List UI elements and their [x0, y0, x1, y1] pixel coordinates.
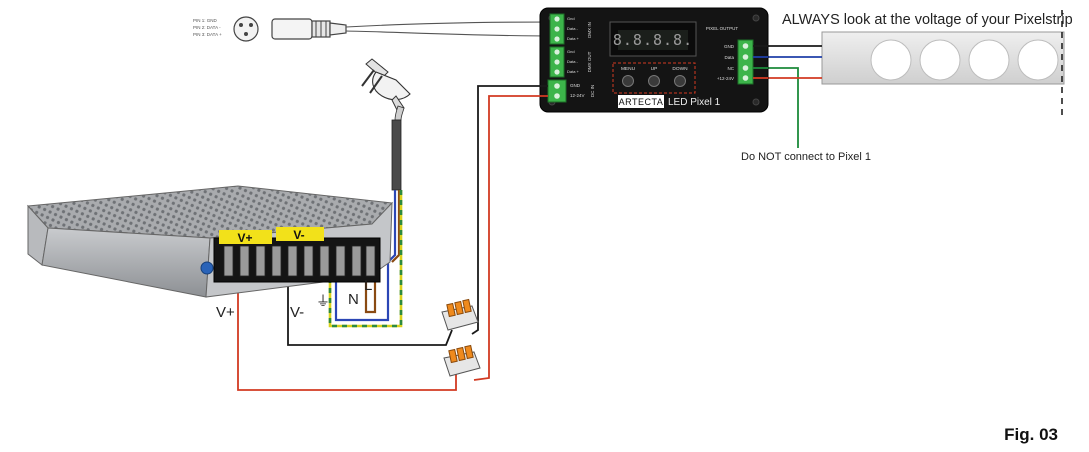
label-neutral: N — [348, 291, 359, 308]
psu-vplus-tag-text: V+ — [237, 231, 252, 245]
dmx-out-pin-data-plus: Data + — [567, 69, 580, 74]
output-pin-nc: NC — [728, 66, 735, 71]
brand-logo-box — [618, 95, 664, 108]
voltage-warning-note: ALWAYS look at the voltage of your Pixel… — [782, 12, 1073, 28]
figure-label: Fig. 03 — [1004, 425, 1058, 444]
dmx-cable-upper — [345, 21, 561, 28]
wire-psu-vminus — [287, 264, 453, 346]
pixel-led — [870, 39, 912, 81]
wago-connector-vminus — [441, 298, 479, 331]
dc-in-terminal — [547, 79, 567, 103]
brand-logo: ARTECTA — [619, 97, 664, 107]
pixel-output-terminal — [737, 39, 754, 85]
wago-connector-vplus — [443, 344, 481, 377]
dmx-out-terminal — [549, 46, 565, 78]
power-supply-unit: V+ V- — [26, 185, 394, 298]
wire-live — [364, 260, 377, 314]
segment-display — [618, 30, 688, 50]
psu-vminus-tag-text: V- — [293, 228, 304, 242]
menu-button[interactable] — [622, 75, 634, 87]
up-button[interactable] — [648, 75, 660, 87]
menu-button-label: MENU — [621, 66, 636, 72]
output-pin-data: Data — [724, 55, 734, 60]
pixel-led — [919, 39, 961, 81]
pixel-output-title: PIXEL OUTPUT — [706, 26, 739, 31]
psu-vminus-tag — [276, 227, 324, 241]
xlr-face-icon — [233, 16, 259, 42]
xlr-connector: PIN 1: GND PIN 2: DATA - PIN 3: DATA + — [193, 16, 347, 42]
wire-live-top — [391, 190, 401, 263]
output-pin-gnd: GND — [724, 44, 735, 49]
dmx-out-label: DMX OUT — [587, 51, 592, 72]
wire-controller-gnd — [471, 85, 548, 335]
dc-pin-12-24v: 12-24V — [570, 93, 585, 98]
dmx-out-pin-gnd: Gnd — [567, 49, 575, 54]
dmx-cable-lower — [345, 30, 561, 37]
button-group-outline — [612, 62, 696, 94]
xlr-plug-icon — [271, 18, 347, 40]
xlr-pin2-text: PIN 2: DATA - — [193, 25, 221, 30]
wire-controller-vplus — [473, 95, 548, 381]
dmx-in-pin-gnd: Gnd — [567, 16, 575, 21]
model-name: LED Pixel 1 — [668, 97, 721, 108]
nc-warning-note: Do NOT connect to Pixel 1 — [741, 151, 871, 163]
psu-vplus-tag — [219, 230, 272, 244]
dmx-in-pin-data-minus: Data - — [567, 26, 579, 31]
up-button-label: UP — [651, 66, 658, 72]
label-ground: ⏚ — [316, 293, 330, 309]
dc-pin-gnd: GND — [570, 83, 581, 88]
dmx-in-terminal — [549, 13, 565, 45]
xlr-pin3-text: PIN 3: DATA + — [193, 32, 222, 37]
dmx-in-pin-data-plus: Data + — [567, 36, 580, 41]
xlr-pin1-text: PIN 1: GND — [193, 18, 218, 23]
mains-plug-icon — [361, 58, 411, 121]
pixel-led — [968, 39, 1010, 81]
down-button-label: DOWN — [672, 66, 688, 72]
label-v-plus: V+ — [216, 304, 235, 321]
psu-screw-terminals — [223, 245, 376, 277]
dc-in-label: DC IN — [590, 85, 595, 97]
label-v-minus: V- — [290, 304, 304, 321]
label-live: L — [364, 277, 372, 294]
led-pixel-controller: Gnd Data - Data + DMX IN Gnd Data - Data… — [539, 7, 769, 113]
pixel-strip — [821, 10, 1065, 120]
dmx-in-label: DMX IN — [587, 22, 592, 38]
psu-side-panel — [41, 227, 211, 298]
wire-neutral — [334, 190, 397, 322]
wire-nc — [768, 67, 799, 148]
dmx-out-pin-data-minus: Data - — [567, 59, 579, 64]
segment-display-digits: 8.8.8.8. — [613, 31, 693, 49]
output-pin-vplus: +12-24V — [717, 76, 734, 81]
mains-cable — [391, 119, 402, 191]
pixel-led — [1017, 39, 1059, 81]
voltage-trimmer-knob — [200, 261, 214, 275]
wire-psu-vplus — [237, 262, 457, 391]
down-button[interactable] — [674, 75, 686, 87]
